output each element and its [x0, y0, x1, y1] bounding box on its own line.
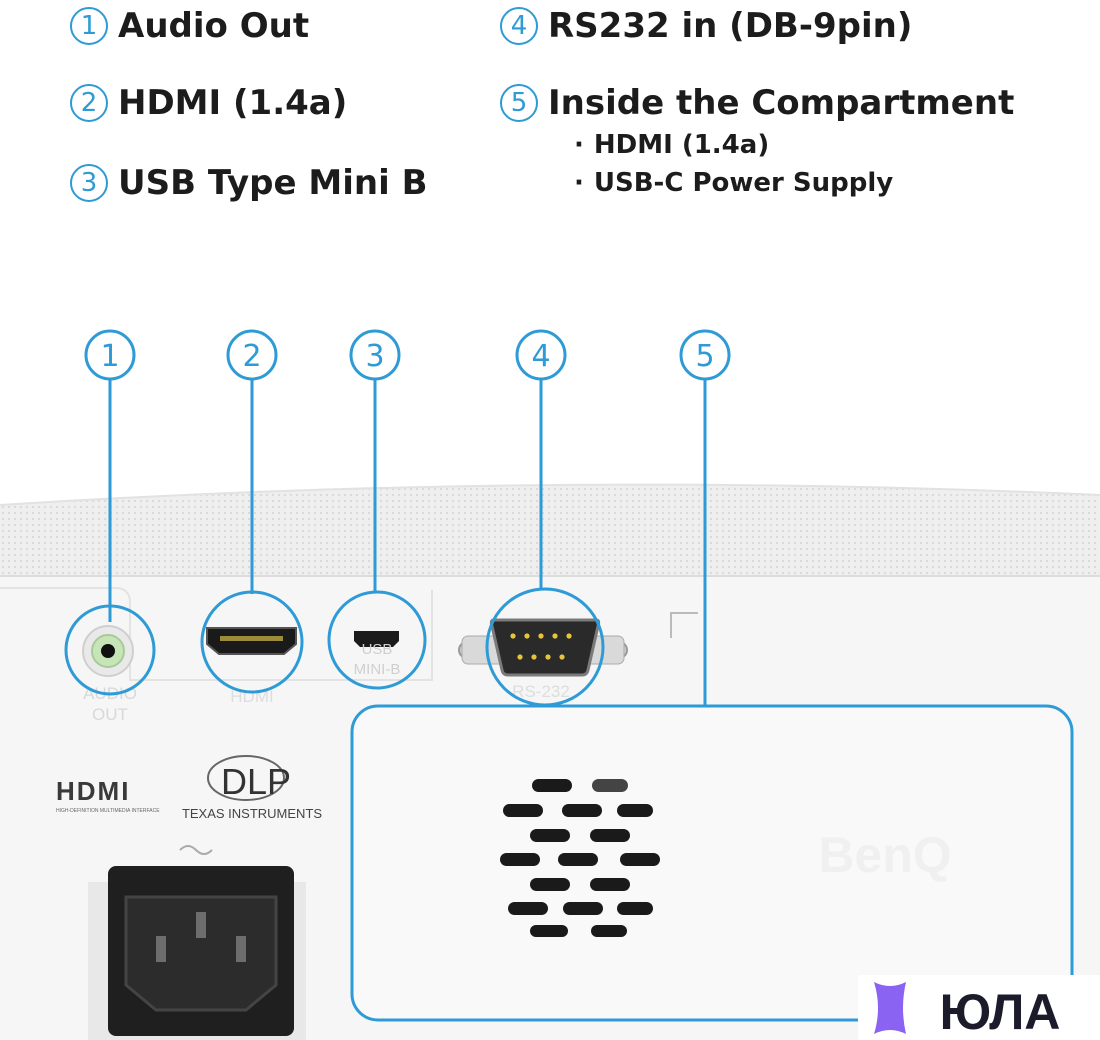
hdmi-tagline: HIGH-DEFINITION MULTIMEDIA INTERFACE [56, 808, 160, 814]
callout-4: 4 [531, 339, 550, 374]
legend-subitem: ·HDMI (1.4a) [574, 130, 770, 160]
brand-logo: BenQ [818, 827, 951, 883]
callouts [64, 329, 1074, 1022]
watermark-text: ЮЛА [940, 984, 1061, 1040]
callout-number: 5 [500, 84, 538, 122]
legend-subitem: ·USB-C Power Supply [574, 168, 894, 198]
legend-item-usb: 3 USB Type Mini B [70, 163, 428, 203]
legend-label: HDMI (1.4a) [118, 83, 348, 123]
legend-item-hdmi: 2 HDMI (1.4a) [70, 83, 347, 123]
legend-item-compartment: 5 Inside the Compartment [500, 83, 1014, 123]
watermark-star [874, 982, 906, 1034]
callout-1: 1 [100, 339, 119, 374]
legend-label: RS232 in (DB-9pin) [548, 6, 913, 46]
label-mini-b: MINI-B [354, 661, 401, 678]
vent-slots [500, 779, 660, 937]
compartment-cover [351, 705, 1073, 1021]
legend-item-rs232: 4 RS232 in (DB-9pin) [500, 6, 912, 46]
dlp-logo: DLP [221, 761, 291, 802]
legend-item-audio-out: 1 Audio Out [70, 6, 309, 46]
label-usb: USB [362, 641, 393, 658]
callout-number: 2 [70, 84, 108, 122]
ti-logo: TEXAS INSTRUMENTS [182, 806, 322, 821]
callout-3: 3 [365, 339, 384, 374]
legend-label: USB Type Mini B [118, 163, 428, 203]
callout-number: 3 [70, 164, 108, 202]
speaker-mesh [0, 484, 1100, 575]
callout-5: 5 [695, 339, 714, 374]
legend-label: Audio Out [118, 6, 310, 46]
callout-number: 4 [500, 7, 538, 45]
label-rs232: RS-232 [512, 682, 570, 701]
hdmi-logo: HDMI [56, 776, 130, 806]
callout-2: 2 [242, 339, 261, 374]
callout-number: 1 [70, 7, 108, 45]
legend-label: Inside the Compartment [548, 83, 1015, 123]
label-audio-out-2: OUT [92, 705, 128, 724]
